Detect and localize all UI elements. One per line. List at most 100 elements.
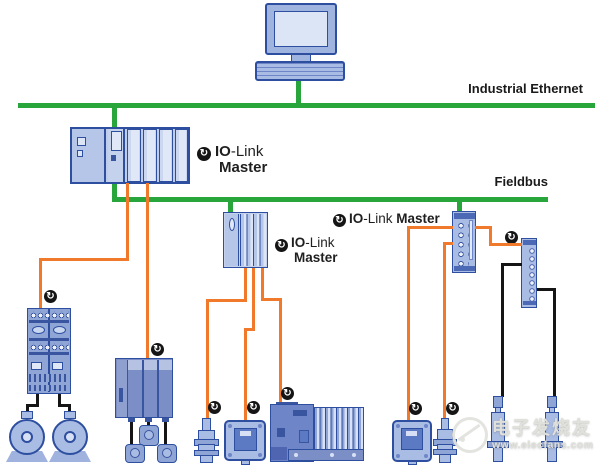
starter-terminals	[29, 311, 69, 318]
io-link-cable-remoteio-boxsensor	[407, 229, 410, 422]
industrial-ethernet-label: Industrial Ethernet	[468, 81, 583, 96]
cable-starter-motor-left	[26, 404, 39, 407]
drive-module-sep	[142, 359, 144, 417]
box-sensor2-screw	[424, 424, 428, 428]
small-motor-mid-rotor	[144, 430, 154, 440]
watermark-brand: 电子发烧友	[492, 418, 592, 438]
io-link-icon: ↻	[333, 214, 346, 227]
io-link-icon: ↻	[505, 231, 518, 244]
plc1-io-module	[143, 129, 157, 182]
cable-starter-motor-right	[58, 404, 71, 407]
starter-terminals	[29, 343, 69, 350]
io-link-cable-plc2-sensor	[206, 299, 247, 302]
cable-hub-sensor-b	[553, 291, 556, 397]
io-link-master2-label: IO-Link Master	[291, 235, 338, 265]
small-motor-right-rotor	[162, 448, 172, 458]
box-sensor1-slot	[240, 431, 251, 436]
cable-starter-motor-right	[58, 393, 61, 406]
remote-io-top-band	[453, 212, 475, 219]
io-link-cable-plc1-starter	[39, 261, 42, 308]
remote-io-bottom-band	[453, 266, 475, 271]
motor-left-hub	[21, 431, 33, 443]
io-link-cable-plc2-sensor	[244, 268, 247, 301]
cable-sensor-b-lower	[547, 447, 557, 462]
remote-io-fieldbus-drop	[457, 202, 462, 211]
cable-starter-motor-left	[36, 393, 39, 406]
module-slot	[277, 428, 285, 437]
drive-top-band	[128, 359, 172, 370]
starter-stripes	[29, 374, 69, 382]
pc-keyboard	[255, 61, 345, 81]
drive-stub	[128, 418, 135, 422]
watermark-url: www.elecfans.com	[492, 438, 594, 451]
small-motor-left-rotor	[130, 448, 140, 458]
box-sensor2-screw	[396, 454, 400, 458]
io-link-cable-remoteio-hub	[489, 229, 492, 246]
cable-drive-motor3	[164, 416, 167, 445]
drive-module-sep	[157, 359, 159, 417]
io-link-cable-plc1-drive	[146, 183, 149, 358]
box-sensor2-screw	[424, 454, 428, 458]
starter-band	[29, 338, 69, 341]
cyl-sensor2-tip	[439, 454, 451, 463]
starter-switch-right	[52, 362, 63, 370]
module-bar-dot	[294, 453, 298, 457]
io-link-cable-plc2-module	[261, 298, 282, 301]
plc1-fieldbus-drop	[112, 183, 117, 202]
io-link-cable-remoteio-hub	[475, 226, 492, 229]
plc2-io-slices	[240, 214, 266, 266]
watermark-logo-icon	[460, 437, 465, 442]
plc1-cpu-display	[111, 131, 122, 151]
io-link-cable-plc1-starter	[39, 258, 129, 261]
module-bottom-bar	[288, 449, 364, 461]
cable-drive-motor1	[130, 416, 133, 445]
plc1-ethernet-drop	[112, 108, 117, 127]
module-bar-dot	[330, 453, 334, 457]
io-link-cable-plc2-module	[261, 268, 264, 299]
plc1-cpu-key	[111, 155, 116, 161]
box-sensor1-stub	[241, 460, 250, 465]
io-link-icon: ↻	[446, 402, 459, 415]
hub-bottom-band	[522, 301, 536, 305]
io-link-master1-label: IO-Link Master	[215, 143, 268, 177]
module-step	[271, 447, 287, 460]
box-sensor1-screw	[258, 424, 262, 428]
box-sensor1-window	[234, 428, 257, 451]
box-sensor2-screw	[396, 424, 400, 428]
starter-switch-left	[31, 362, 42, 370]
module-slats	[314, 407, 364, 454]
plc1-io-module	[175, 129, 188, 182]
box-sensor1-screw	[258, 453, 262, 457]
starter-divider	[48, 309, 50, 392]
motor-left-neck	[21, 411, 33, 419]
starter-band	[29, 352, 69, 355]
io-link-cable-remoteio-sensor	[443, 242, 453, 245]
plc1-ps-led	[77, 150, 83, 157]
module-slot	[293, 410, 307, 416]
drive-stub	[145, 418, 152, 422]
fieldbus-bus	[112, 197, 548, 202]
box-sensor2-slot	[406, 431, 417, 436]
io-link-icon: ↻	[197, 147, 211, 161]
plc2-fieldbus-drop	[228, 202, 233, 212]
module-slot	[299, 430, 309, 443]
io-link-cable-plc2-boxsensor	[244, 331, 247, 420]
hub-ports	[523, 246, 535, 301]
fieldbus-label: Fieldbus	[494, 174, 548, 189]
drive-left-slot	[119, 388, 123, 402]
box-sensor1-screw	[228, 453, 232, 457]
plc2-im-slot	[229, 218, 235, 231]
io-link-icon: ↻	[275, 239, 288, 252]
remote-io-ports	[454, 219, 469, 266]
cable-hub-sensor-b	[537, 288, 556, 291]
motor-left-base	[6, 451, 48, 462]
remote-io-rail	[469, 220, 473, 260]
io-link-cable-remoteio-boxsensor	[407, 226, 453, 229]
io-link-icon: ↻	[247, 401, 260, 414]
io-link-cable-plc2-boxsensor	[252, 268, 255, 329]
plc1-ps-switch	[77, 137, 86, 146]
drive-stub	[162, 418, 169, 422]
cable-sensor-a-lower	[493, 447, 503, 462]
io-link-cable-plc2-boxsensor	[244, 328, 255, 331]
